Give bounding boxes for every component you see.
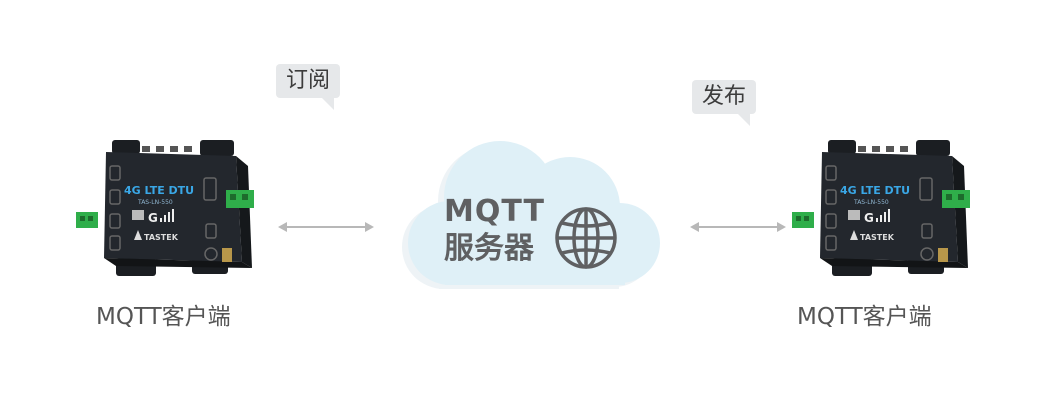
- model-text: 4G LTE DTU: [124, 184, 194, 197]
- dtu-device-left: 4G LTE DTU TAS-LN-550 G TASTEK: [76, 140, 254, 276]
- server-title: MQTT: [444, 194, 545, 229]
- left-client-label: MQTT客户端: [96, 304, 231, 330]
- publish-label: 发布: [702, 84, 747, 109]
- publish-bubble: 发布: [692, 80, 757, 126]
- dtu-device-right: 4G LTE DTU TAS-LN-550 G TASTEK: [792, 140, 970, 276]
- signal-text: G: [148, 211, 158, 225]
- right-double-arrow: [690, 222, 786, 232]
- brand-text: TASTEK: [144, 233, 179, 242]
- subscribe-bubble: 订阅: [276, 64, 341, 110]
- signal-text: G: [864, 211, 874, 225]
- brand-text: TASTEK: [860, 233, 895, 242]
- model-text: 4G LTE DTU: [840, 184, 910, 197]
- model-sub-text: TAS-LN-550: [137, 199, 173, 206]
- subscribe-label: 订阅: [286, 68, 331, 93]
- globe-icon: [555, 207, 617, 269]
- right-client-label: MQTT客户端: [797, 304, 932, 330]
- model-sub-text: TAS-LN-550: [853, 199, 889, 206]
- left-double-arrow: [278, 222, 374, 232]
- server-subtitle: 服务器: [444, 231, 534, 266]
